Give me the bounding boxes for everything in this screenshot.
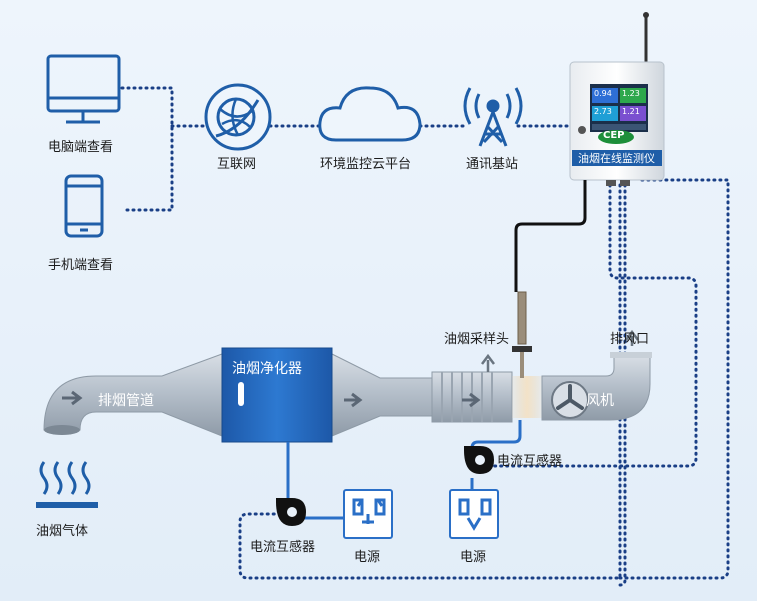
power-right-label: 电源 [460, 550, 487, 565]
power-socket-right-icon [449, 489, 499, 539]
oil-fume-gas-label: 油烟气体 [36, 524, 89, 539]
monitor-device [569, 12, 665, 186]
monitor-brand-label: CEP [603, 130, 625, 141]
sampling-head-label: 油烟采样头 [444, 332, 510, 347]
phone-icon [64, 174, 104, 238]
sampling-probe [481, 291, 639, 378]
monitor-reading-2: 1.23 [622, 89, 640, 98]
fan-label: 风机 [586, 393, 614, 409]
cloud-icon [318, 86, 422, 142]
exhaust-duct [43, 347, 652, 443]
current-transformer-right-label: 电流互感器 [497, 454, 563, 469]
monitor-reading-3: 2.73 [594, 107, 612, 116]
sampler-cable [514, 180, 587, 292]
monitor-device-label: 油烟在线监测仪 [578, 152, 655, 165]
current-transformer-right-icon [464, 446, 494, 474]
network-links [120, 86, 730, 587]
cloud-platform-label: 环境监控云平台 [320, 157, 412, 172]
power-left-label: 电源 [354, 550, 381, 565]
monitor-reading-1: 0.94 [594, 89, 612, 98]
power-socket-left-icon [343, 489, 393, 539]
oil-fume-source-icon [36, 461, 98, 508]
current-transformer-left-label: 电流互感器 [250, 540, 316, 555]
exhaust-pipe-label: 排烟管道 [98, 393, 154, 409]
power-wires [286, 420, 522, 520]
base-station-label: 通讯基站 [466, 157, 519, 172]
air-outlet-label: 排风口 [610, 332, 650, 347]
current-transformer-left-icon [276, 498, 306, 526]
computer-view-label: 电脑端查看 [48, 140, 114, 155]
base-station-icon [463, 87, 523, 147]
purifier-label: 油烟净化器 [232, 361, 302, 377]
monitor-reading-4: 1.21 [622, 107, 640, 116]
internet-label: 互联网 [217, 157, 257, 172]
internet-globe-icon [204, 83, 272, 151]
computer-icon [46, 54, 121, 124]
phone-view-label: 手机端查看 [48, 258, 114, 273]
